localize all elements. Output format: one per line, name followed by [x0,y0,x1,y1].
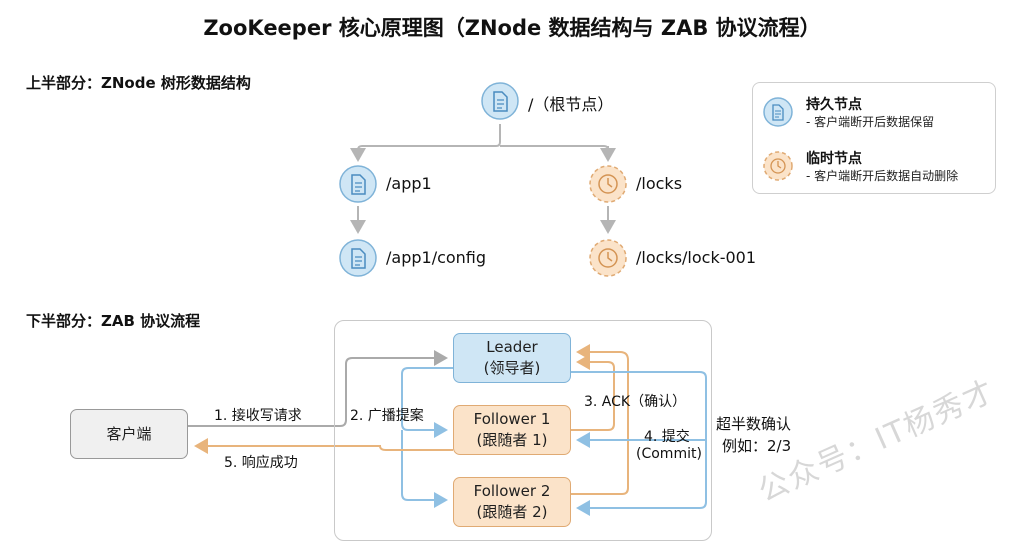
step-5-label: 5. 响应成功 [224,455,298,471]
follower-2-sublabel: (跟随者 2) [476,503,548,521]
leader-label: Leader [486,338,538,356]
commit-arrows [571,371,707,516]
step-2-label: 2. 广播提案 [350,408,424,424]
step-4-sublabel: (Commit) [636,446,702,462]
legend-persistent-desc: - 客户端断开后数据保留 [806,115,935,129]
leader-sublabel: (领导者) [483,359,541,377]
follower-2-box: Follower 2 (跟随者 2) [453,477,571,527]
leader-box: Leader (领导者) [453,333,571,383]
legend-ephemeral-icon [763,151,793,181]
app1-node-icon [339,165,377,203]
top-section-heading: 上半部分：ZNode 树形数据结构 [26,74,251,92]
follower-2-label: Follower 2 [473,482,551,500]
app1-config-node-icon [339,239,377,277]
lock-001-node-icon [589,239,627,277]
step-4-label: 4. 提交 [644,429,690,445]
locks-node-icon [589,165,627,203]
root-node-label: /（根节点） [528,95,614,114]
quorum-example: 例如：2/3 [722,437,792,455]
request-arrow [188,350,448,427]
legend-ephemeral-title: 临时节点 [806,151,862,167]
ack-arrows [571,344,629,495]
legend-persistent-icon [763,97,793,127]
broadcast-arrows [401,367,453,508]
bottom-section-heading: 下半部分：ZAB 协议流程 [26,312,201,330]
step-3-label: 3. ACK（确认） [584,394,687,410]
response-arrow [194,438,453,454]
client-label: 客户端 [106,424,152,443]
lock-001-node-label: /locks/lock-001 [636,248,757,267]
cluster-boundary [334,320,712,541]
legend-box [752,82,996,194]
diagram-title: ZooKeeper 核心原理图（ZNode 数据结构与 ZAB 协议流程） [203,16,821,40]
step-1-label: 1. 接收写请求 [214,408,302,424]
tree-connectors [350,124,616,234]
follower-1-sublabel: (跟随者 1) [476,431,548,449]
follower-1-box: Follower 1 (跟随者 1) [453,405,571,455]
quorum-label: 超半数确认 [716,415,792,433]
root-node-icon [481,82,519,120]
legend-persistent-title: 持久节点 [806,97,862,113]
locks-node-label: /locks [636,174,683,193]
client-box: 客户端 [70,409,188,459]
follower-1-label: Follower 1 [473,410,551,428]
legend-ephemeral-desc: - 客户端断开后数据自动删除 [806,169,959,183]
app1-node-label: /app1 [386,174,432,193]
app1-config-node-label: /app1/config [386,248,487,267]
